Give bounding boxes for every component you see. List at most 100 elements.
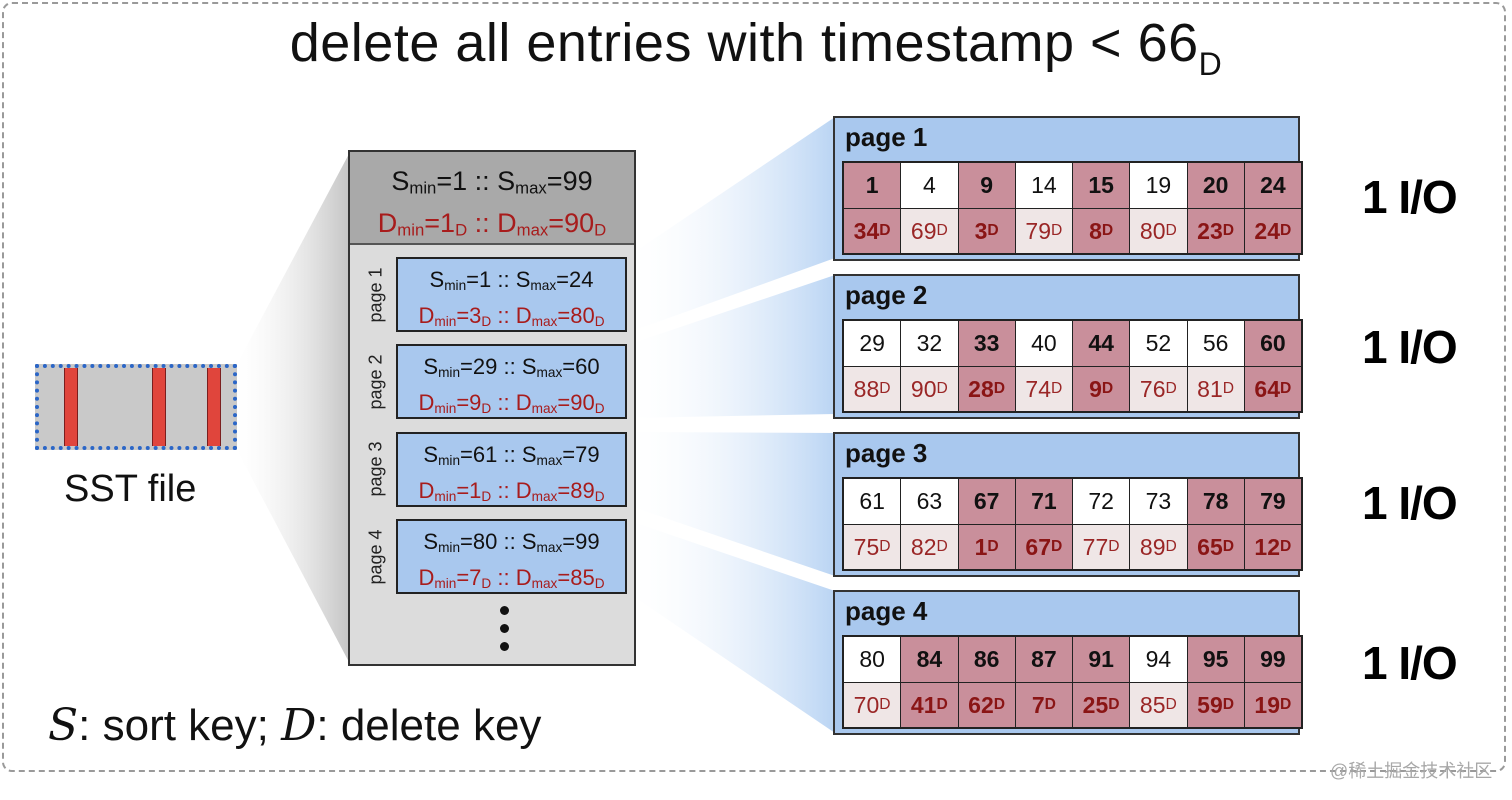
sst-header: Smin=1 :: Smax=99 Dmin=1D :: Dmax=90D: [350, 152, 634, 245]
sort-key-cell: 4: [901, 163, 958, 208]
sort-key-cell: 1: [844, 163, 901, 208]
delete-key-symbol: D: [281, 700, 317, 751]
page-title: page 4: [845, 596, 928, 626]
page-title: page 2: [845, 280, 928, 310]
sort-key-cell: 99: [1244, 637, 1301, 682]
sort-key-cell: 87: [1015, 637, 1072, 682]
io-cost-label: 1 I/O: [1362, 637, 1458, 689]
sort-key-cell: 32: [901, 321, 958, 366]
page-sort-range: Smin=80 :: Smax=99: [423, 529, 600, 555]
ellipsis-dot: [500, 624, 509, 633]
diagram-title: delete all entries with timestamp < 66D: [289, 13, 1223, 82]
sst-stripe: [207, 368, 221, 446]
watermark: @稀土掘金技术社区: [1330, 761, 1493, 781]
page-delete-range: Dmin=9D :: Dmax=90D: [418, 390, 605, 416]
page4-fan: [627, 520, 835, 733]
sort-key-cell: 79: [1244, 479, 1301, 524]
io-cost-label: 1 I/O: [1362, 477, 1458, 529]
page-title: page 1: [845, 122, 928, 152]
sort-key-cell: 24: [1244, 163, 1301, 208]
sort-key-cell: 33: [958, 321, 1015, 366]
sort-key-cell: 40: [1015, 321, 1072, 366]
page1-fan: [627, 117, 835, 333]
sort-key-cell: 15: [1073, 163, 1130, 208]
sort-key-cell: 61: [844, 479, 901, 524]
sort-key-cell: 73: [1130, 479, 1187, 524]
sst-sort-range: Smin=1 :: Smax=99: [391, 166, 593, 198]
sort-key-cell: 72: [1073, 479, 1130, 524]
sst-delete-range: Dmin=1D :: Dmax=90D: [377, 207, 607, 240]
sort-key-cell: 63: [901, 479, 958, 524]
ellipsis-dot: [500, 642, 509, 651]
ellipsis-dot: [500, 606, 509, 615]
sort-key-cell: 44: [1073, 321, 1130, 366]
page-delete-range: Dmin=7D :: Dmax=85D: [418, 565, 605, 591]
sort-key-cell: 9: [958, 163, 1015, 208]
page-title: page 3: [845, 438, 928, 468]
sort-key-symbol: S: [48, 700, 79, 751]
legend: S: sort key; D: delete key: [48, 700, 542, 751]
sort-key-cell: 84: [901, 637, 958, 682]
sort-key-cell: 71: [1015, 479, 1072, 524]
page-delete-range: Dmin=3D :: Dmax=80D: [418, 303, 605, 329]
page-delete-range: Dmin=1D :: Dmax=89D: [418, 478, 605, 504]
sort-key-cell: 20: [1187, 163, 1244, 208]
sort-key-cell: 80: [844, 637, 901, 682]
sst-file-label: SST file: [64, 468, 197, 510]
sort-key-cell: 29: [844, 321, 901, 366]
sort-key-cell: 95: [1187, 637, 1244, 682]
outer-frame: [2, 2, 1506, 772]
sst-fan: [237, 152, 350, 664]
io-cost-label: 1 I/O: [1362, 321, 1458, 373]
page-sort-range: Smin=61 :: Smax=79: [423, 442, 600, 468]
page2-fan: [627, 275, 835, 418]
sort-key-cell: 19: [1130, 163, 1187, 208]
sst-file-block: [35, 364, 237, 450]
sort-key-cell: 91: [1073, 637, 1130, 682]
sort-key-cell: 67: [958, 479, 1015, 524]
page-sort-range: Smin=1 :: Smax=24: [429, 267, 594, 293]
sort-key-cell: 56: [1187, 321, 1244, 366]
sst-stripe: [64, 368, 78, 446]
